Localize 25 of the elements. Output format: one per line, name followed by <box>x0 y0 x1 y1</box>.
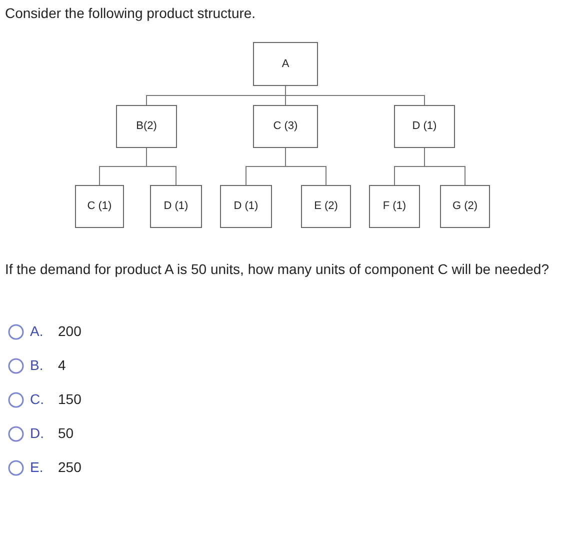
connector-line <box>285 148 326 186</box>
option-letter: E. <box>30 458 44 477</box>
question-text: If the demand for product A is 50 units, how many units of component C will be needed? <box>5 260 550 279</box>
connector-line <box>146 148 176 186</box>
option-letter: D. <box>30 424 45 443</box>
option-value: 4 <box>58 356 66 375</box>
part-box: D (1) <box>150 185 202 228</box>
option-value: 250 <box>58 458 82 477</box>
option-letter: A. <box>30 322 44 341</box>
part-box: F (1) <box>369 185 420 228</box>
title: Consider the following product structure. <box>5 4 256 23</box>
part-box: C (1) <box>75 185 124 228</box>
option-letter: B. <box>30 356 44 375</box>
part-box: C (3) <box>253 105 318 148</box>
part-box: G (2) <box>440 185 490 228</box>
part-box: A <box>253 42 318 86</box>
part-box: D (1) <box>220 185 272 228</box>
part-box: B(2) <box>116 105 177 148</box>
option-value: 150 <box>58 390 82 409</box>
option-letter: C. <box>30 390 45 409</box>
option-value: 200 <box>58 322 82 341</box>
part-box: E (2) <box>301 185 351 228</box>
option-value: 50 <box>58 424 74 443</box>
part-box: D (1) <box>394 105 455 148</box>
connector-line <box>424 148 466 186</box>
